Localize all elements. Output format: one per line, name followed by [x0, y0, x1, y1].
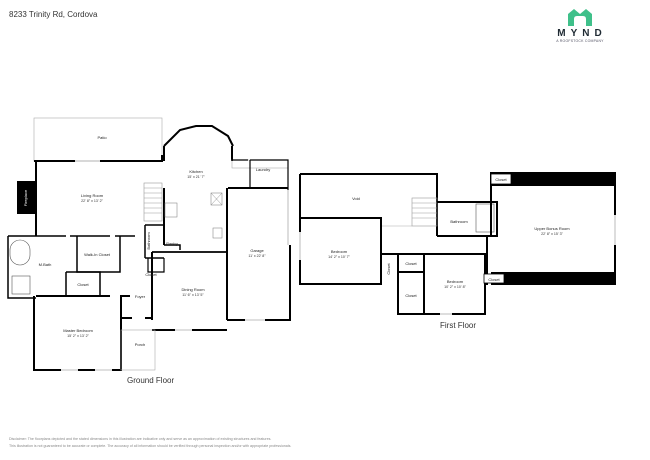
- disclaimer-line-1: Disclaimer: The floorplans depicted and …: [9, 437, 272, 441]
- room-label-closet: Closet: [495, 177, 507, 182]
- mynd-logo: MYND A ROOFSTOCK COMPANY: [550, 8, 610, 43]
- room-dims-master-bedroom: 15' 2" x 13' 2": [67, 334, 89, 338]
- room-dims-kitchen: 15' x 21' 7": [187, 175, 205, 179]
- room-label-garage: Garage: [250, 248, 264, 253]
- brand-tagline: A ROOFSTOCK COMPANY: [556, 39, 604, 43]
- room-label-porch: Porch: [135, 342, 145, 347]
- room-label-laundry: Laundry: [256, 167, 270, 172]
- ground-floor-plan: [7, 117, 291, 371]
- room-label-closet: Closet: [386, 262, 391, 274]
- room-label-pantry: Pantry: [166, 241, 178, 246]
- room-label-patio: Patio: [97, 135, 107, 140]
- room-label-closet: Closet: [77, 282, 89, 287]
- room-label-upper-bonus-room: Upper Bonus Room: [534, 226, 570, 231]
- room-label-bathroom: Bathroom: [146, 232, 151, 250]
- property-address: 8233 Trinity Rd, Cordova: [9, 10, 98, 19]
- room-label-bedroom: Bedroom: [331, 249, 348, 254]
- room-label-kitchen: Kitchen: [189, 169, 202, 174]
- room-label-walk-in-closet: Walk-In Closet: [84, 252, 111, 257]
- room-dims-bedroom: 14' 2" x 10' 7": [328, 255, 350, 259]
- room-label-void: Void: [352, 196, 360, 201]
- room-label-closet: Closet: [405, 261, 417, 266]
- room-dims-upper-bonus-room: 22' 8" x 15' 3": [541, 232, 563, 236]
- room-label-bathroom: Bathroom: [450, 219, 468, 224]
- room-label-m-bath: M.Bath: [39, 262, 52, 267]
- room-dims-living-room: 22' 8" x 13' 2": [81, 199, 103, 203]
- room-label-closet: Closet: [405, 293, 417, 298]
- room-label-foyer: Foyer: [135, 294, 146, 299]
- room-dims-garage: 11' x 22' 8": [248, 254, 266, 258]
- first-floor-label: First Floor: [440, 321, 476, 330]
- disclaimer: Disclaimer: The floorplans depicted and …: [9, 436, 429, 450]
- house-logo-icon: [568, 9, 592, 26]
- room-label-closet: Closet: [145, 272, 157, 277]
- room-label-bedroom: Bedroom: [447, 279, 464, 284]
- room-dims-dining-room: 11' 6" x 13' 5": [182, 293, 204, 297]
- room-label-master-bedroom: Master Bedroom: [63, 328, 93, 333]
- ground-floor-label: Ground Floor: [127, 376, 175, 385]
- room-dims-bedroom: 10' 2" x 10' 8": [444, 285, 466, 289]
- room-label-closet: Closet: [488, 277, 500, 282]
- room-label-living-room: Living Room: [81, 193, 104, 198]
- room-label-dining-room: Dining Room: [181, 287, 205, 292]
- room-label-fireplace: Fireplace: [23, 189, 28, 206]
- disclaimer-line-2: This illustration is not guaranteed to b…: [9, 444, 292, 448]
- first-floor-plan: [298, 172, 617, 316]
- brand-name: MYND: [557, 28, 607, 39]
